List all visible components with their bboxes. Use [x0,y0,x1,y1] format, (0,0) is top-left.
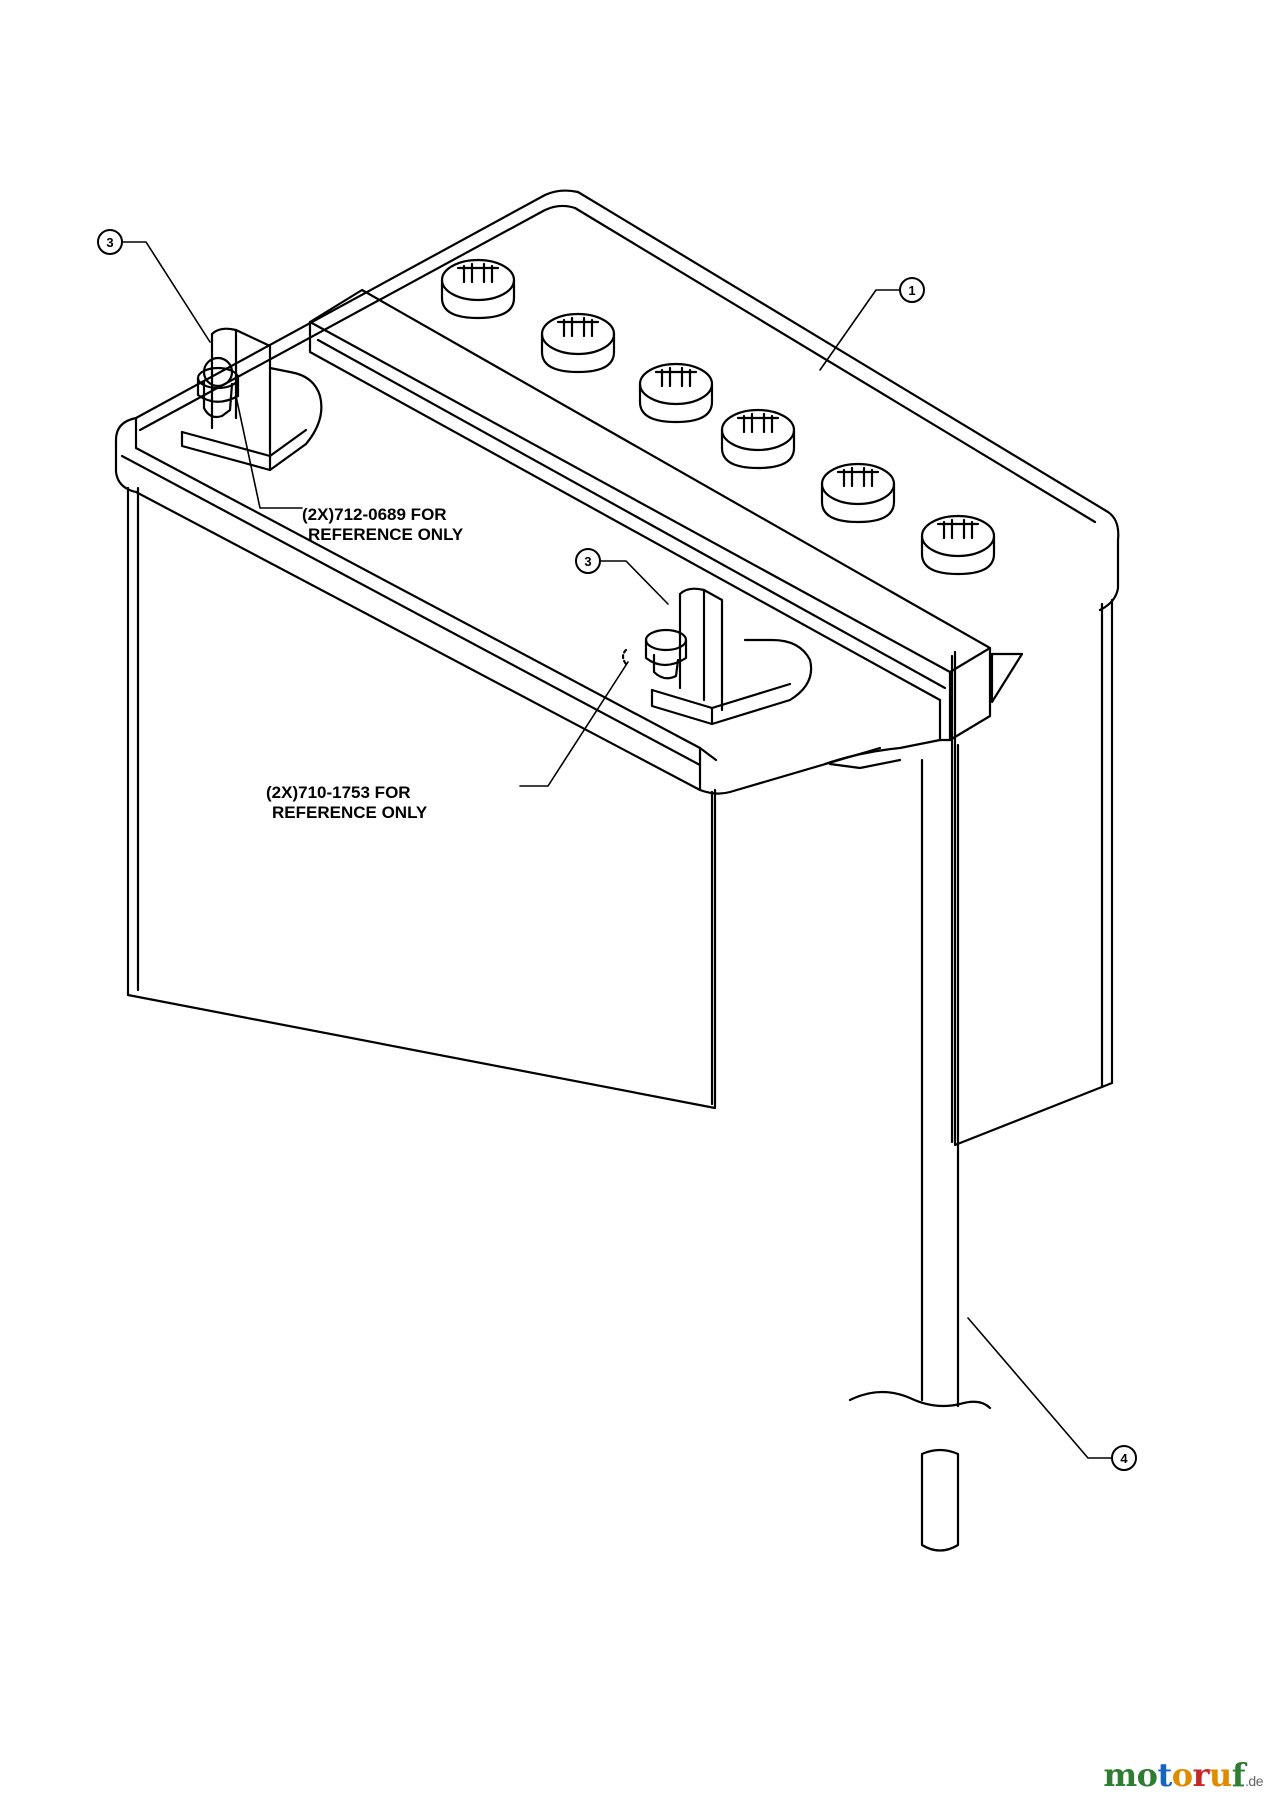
callout-1-number: 1 [908,283,915,298]
leader-1 [819,289,901,371]
watermark-suffix: .de [1245,1773,1263,1789]
watermark-logo: motoruf.de [1103,1756,1263,1794]
vent-caps [440,258,996,576]
watermark-letter: u [1209,1756,1232,1794]
watermark-letter: r [1192,1756,1210,1794]
watermark-letter: t [1157,1756,1173,1794]
leader-4 [967,1317,1113,1459]
note-right-line2: REFERENCE ONLY [272,803,428,822]
terminal-right [621,587,813,726]
note-left-line1: (2X)712-0689 FOR [302,505,447,524]
watermark-text: motoruf [1103,1756,1245,1794]
callout-4-number: 4 [1120,1451,1128,1466]
battery-right-face [953,598,1114,1147]
callout-3-right-number: 3 [584,554,591,569]
callout-3-left-number: 3 [106,235,113,250]
callout-3-right: 3 [575,548,601,574]
callout-3-left: 3 [97,229,123,255]
watermark-letter: o [1136,1756,1158,1794]
terminal-left [180,327,323,472]
leader-3-right [599,560,669,605]
battery-lid [114,189,1120,612]
leader-3-left [121,241,211,343]
battery-front-face [126,486,717,1110]
callout-1: 1 [899,277,925,303]
vent-strip [308,288,992,674]
note-left-line2: REFERENCE ONLY [308,525,464,544]
watermark-letter: o [1171,1756,1193,1794]
note-right-line1: (2X)710-1753 FOR [266,783,411,802]
watermark-letter: f [1231,1756,1246,1794]
hold-down-rod [848,743,992,1552]
leader-note-left [235,395,303,509]
leader-note-right [519,661,629,787]
callout-4: 4 [1111,1445,1137,1471]
watermark-letter: m [1103,1756,1137,1794]
